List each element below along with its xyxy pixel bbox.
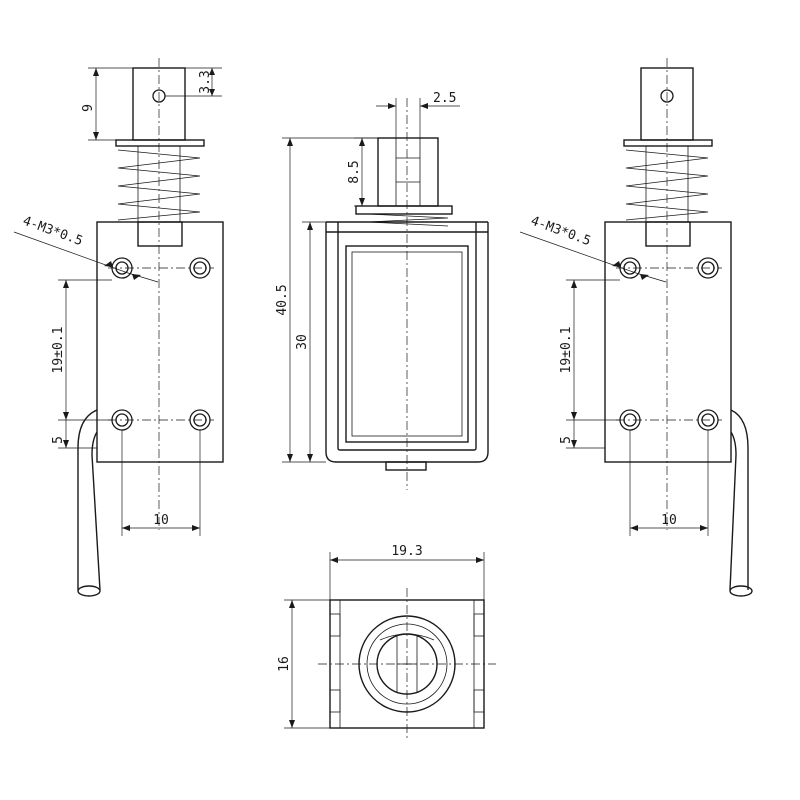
bottom-view: 19.3 16 [277, 544, 496, 740]
dim-total-height: 40.5 [275, 284, 290, 315]
spring [625, 149, 709, 221]
dim-pin-hole-offset: 3.3 [198, 70, 213, 93]
dim-plunger-length: 8.5 [347, 160, 362, 183]
stop-collar [137, 221, 183, 247]
dim-hole-spacing: 19±0.1 [559, 327, 574, 374]
bottom-pin [385, 461, 427, 471]
dim-plunger-width: 2.5 [433, 91, 456, 106]
dim-mount-holes: 4-M3*0.5 [529, 214, 593, 250]
left-side-view: 9 3.3 4-M3*0.5 19±0.1 5 10 [13, 58, 224, 597]
dim-bottom-offset: 5 [559, 436, 574, 444]
stop-collar [645, 221, 691, 247]
plunger-body [377, 137, 439, 207]
spring-washer [623, 139, 713, 147]
spring-washer [355, 205, 453, 215]
dim-hole-width: 10 [153, 513, 169, 528]
spring-washer [115, 139, 205, 147]
dim-frame-height: 30 [295, 334, 310, 350]
dim-mount-holes: 4-M3*0.5 [21, 214, 85, 250]
spring [117, 149, 201, 221]
dim-body-depth: 16 [277, 656, 292, 672]
dim-hole-width: 10 [661, 513, 677, 528]
solenoid-body [604, 221, 732, 463]
dim-hole-spacing: 19±0.1 [51, 327, 66, 374]
dim-bottom-offset: 5 [51, 436, 66, 444]
solenoid-body [96, 221, 224, 463]
right-side-view: 4-M3*0.5 19±0.1 5 10 [519, 58, 753, 597]
lead-wire [730, 409, 749, 590]
dim-body-width: 19.3 [391, 544, 422, 559]
front-view: 2.5 8.5 40.5 30 [275, 91, 489, 490]
dim-plunger-head-height: 9 [81, 104, 96, 112]
